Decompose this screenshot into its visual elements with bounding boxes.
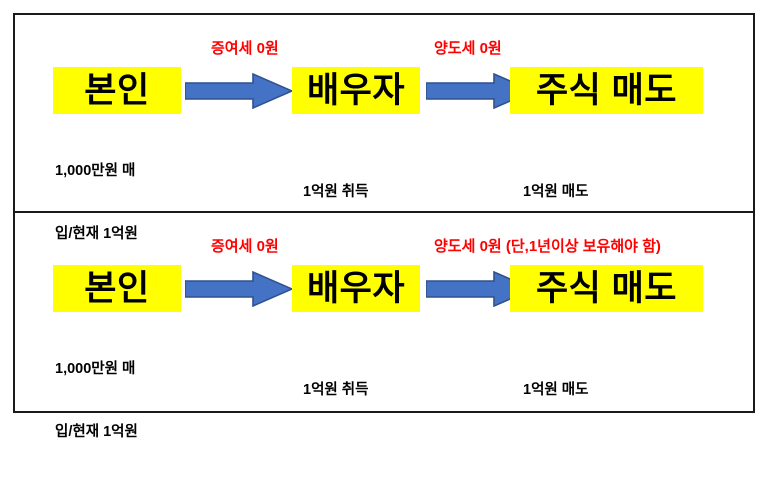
diagram-frame: 증여세 0원 양도세 0원 본인 1,000만원 매 입/현재 1억원 배우자 … bbox=[13, 13, 755, 440]
node-spouse-caption-line-1: 1억원 취득 bbox=[303, 184, 369, 201]
arrow-annotation-gift-tax: 증여세 0원 bbox=[211, 238, 279, 255]
node-spouse-caption: 1억원 취득 bbox=[303, 140, 368, 245]
node-spouse: 배우자 bbox=[292, 67, 420, 114]
flow-panel-bottom: 증여세 0원 양도세 0원 (단,1년이상 보유해야 함) 본인 1,000만원… bbox=[15, 213, 753, 440]
node-self-caption-line-1: 1,000만원 매 bbox=[55, 163, 136, 180]
node-self-caption-line-2: 입/현재 1억원 bbox=[55, 226, 138, 243]
panel-divider bbox=[15, 211, 753, 213]
node-self-caption-line-1: 1,000만원 매 bbox=[55, 361, 136, 378]
arrow-annotation-capital-gains-tax: 양도세 0원 (단,1년이상 보유해야 함) bbox=[434, 238, 661, 255]
node-stock-sale-caption-line-1: 1억원 매도 bbox=[523, 184, 589, 201]
node-stock-sale-caption: 1억원 매도 bbox=[523, 140, 588, 245]
arrow-annotation-capital-gains-tax: 양도세 0원 bbox=[434, 40, 502, 57]
node-spouse-caption: 1억원 취득 bbox=[303, 338, 368, 443]
node-self: 본인 bbox=[53, 265, 181, 312]
node-spouse-label: 배우자 bbox=[306, 71, 406, 110]
node-stock-sale-label: 주식 매도 bbox=[535, 269, 678, 308]
arrow-annotation-gift-tax: 증여세 0원 bbox=[211, 40, 279, 57]
node-spouse-caption-line-1: 1억원 취득 bbox=[303, 382, 369, 399]
node-self-caption-line-2: 입/현재 1억원 bbox=[55, 424, 138, 441]
node-self-label: 본인 bbox=[84, 71, 150, 110]
node-self: 본인 bbox=[53, 67, 181, 114]
node-stock-sale: 주식 매도 bbox=[510, 67, 703, 114]
node-spouse: 배우자 bbox=[292, 265, 420, 312]
node-stock-sale-caption: 1억원 매도 bbox=[523, 338, 588, 443]
node-stock-sale: 주식 매도 bbox=[510, 265, 703, 312]
node-stock-sale-caption-line-1: 1억원 매도 bbox=[523, 382, 589, 399]
node-self-label: 본인 bbox=[84, 269, 150, 308]
node-self-caption: 1,000만원 매 입/현재 1억원 bbox=[55, 317, 138, 485]
node-self-caption: 1,000만원 매 입/현재 1억원 bbox=[55, 119, 138, 287]
right-arrow-icon bbox=[185, 271, 293, 307]
right-arrow-icon bbox=[185, 73, 293, 109]
node-stock-sale-label: 주식 매도 bbox=[535, 71, 678, 110]
flow-panel-top: 증여세 0원 양도세 0원 본인 1,000만원 매 입/현재 1억원 배우자 … bbox=[15, 15, 753, 242]
node-spouse-label: 배우자 bbox=[306, 269, 406, 308]
